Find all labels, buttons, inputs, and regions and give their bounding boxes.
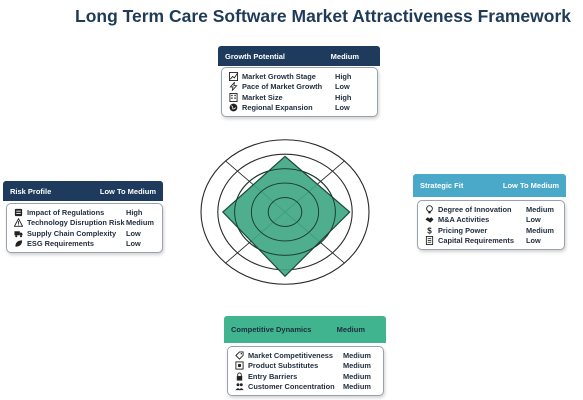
document-icon [424, 236, 435, 246]
tag-icon [234, 350, 245, 360]
leaf-icon [13, 239, 24, 249]
regulation-icon [13, 207, 24, 217]
lightbulb-icon [424, 204, 435, 214]
lock-icon [234, 371, 245, 381]
growth-potential-title: Growth Potential [225, 51, 285, 61]
radar-ring [200, 139, 370, 285]
risk-profile-rating: Low To Medium [99, 186, 156, 196]
lightning-icon [228, 82, 239, 92]
radar-inner-ring [267, 197, 303, 227]
warning-icon [13, 218, 24, 228]
page-title: Long Term Care Software Market Attractiv… [75, 6, 571, 26]
strategic-fit-rating: Low To Medium [502, 181, 559, 190]
growth-potential-rating: Medium [330, 51, 359, 61]
building-icon [228, 92, 239, 102]
radar-inner-ring [250, 182, 320, 242]
radar-inner-ring [234, 168, 336, 256]
strategic-fit-title: Strategic Fit [420, 181, 464, 190]
competitive-dynamics-panel: Competitive Dynamics Medium Market Compe… [224, 316, 386, 396]
strategic-fit-header: Strategic Fit Low To Medium [413, 174, 566, 197]
people-icon [234, 382, 245, 392]
handshake-icon [424, 215, 435, 225]
competitive-dynamics-rating: Medium [336, 325, 365, 334]
svg-text:$: $ [427, 226, 432, 234]
growth-potential-panel: Growth Potential Medium Market Growth St… [218, 46, 380, 117]
globe-icon [228, 103, 239, 113]
risk-profile-title: Risk Profile [10, 186, 52, 196]
truck-icon [13, 228, 24, 238]
dollar-icon: $ [424, 225, 435, 235]
growth-potential-header: Growth Potential Medium [218, 46, 380, 66]
risk-profile-panel: Risk Profile Low To Medium Impact of Reg… [3, 181, 163, 253]
competitive-dynamics-title: Competitive Dynamics [231, 325, 312, 334]
box-icon [234, 361, 245, 371]
competitive-dynamics-header: Competitive Dynamics Medium [224, 316, 386, 343]
strategic-fit-panel: Strategic Fit Low To Medium Degree of In… [413, 174, 566, 250]
radar-score-polygon [221, 155, 351, 278]
radar-chart [200, 139, 370, 285]
risk-profile-header: Risk Profile Low To Medium [3, 181, 163, 201]
trend-chart-icon [228, 71, 239, 81]
